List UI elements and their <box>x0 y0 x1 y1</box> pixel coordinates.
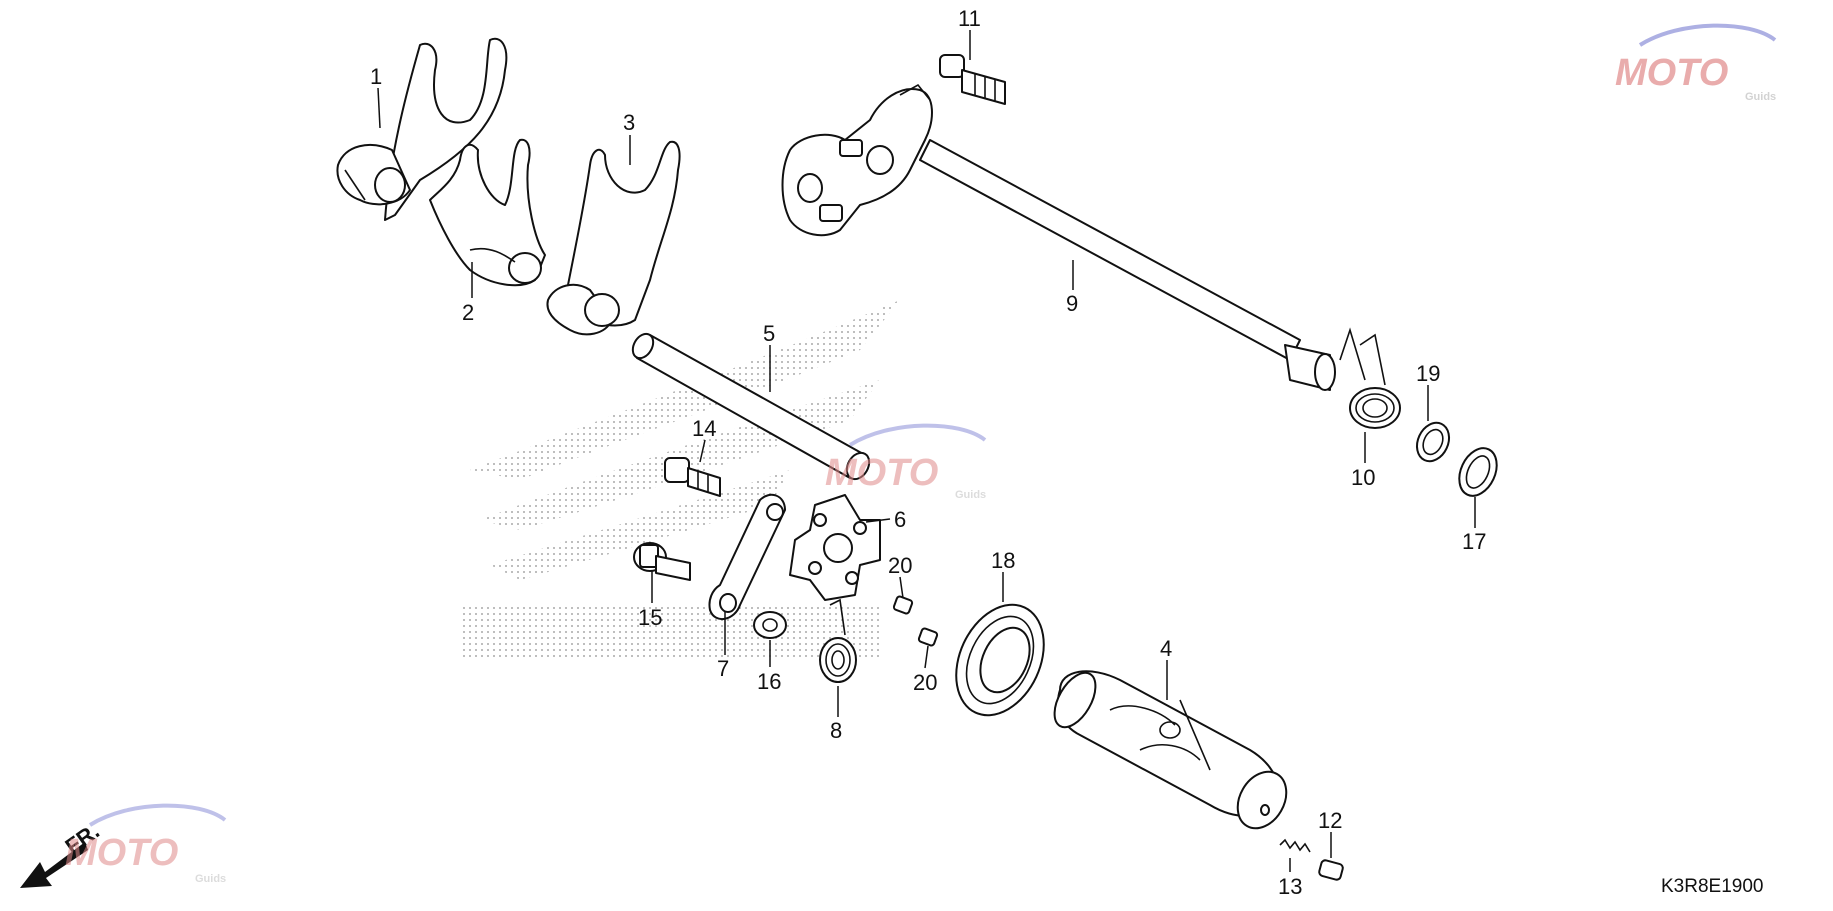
callout-16: 16 <box>757 669 781 694</box>
bolt-15 <box>633 542 691 581</box>
callout-3: 3 <box>623 110 635 135</box>
dowel-pin-20-top <box>892 595 914 615</box>
dowel-pin-20-bottom <box>917 627 939 647</box>
callout-17: 17 <box>1462 529 1486 554</box>
shift-fork-1 <box>336 37 508 221</box>
callout-6: 6 <box>894 507 906 532</box>
diagram-code: K3R8E1900 <box>1661 876 1763 897</box>
return-spring-10 <box>1339 327 1401 429</box>
spring-13 <box>1279 838 1311 853</box>
callout-12: 12 <box>1318 808 1342 833</box>
shift-fork-3 <box>546 140 681 336</box>
callout-5: 5 <box>763 321 775 346</box>
watermark-sub: Guids <box>1745 91 1776 103</box>
callout-11: 11 <box>958 6 981 31</box>
background-logo <box>460 300 900 657</box>
watermark-brand: MOTO <box>825 452 938 494</box>
watermark-top-right: MOTO Guids <box>1615 23 1777 103</box>
washer-17 <box>1458 447 1498 497</box>
washer-16 <box>753 611 787 639</box>
watermark-center: MOTO Guids <box>825 423 987 501</box>
pin-12 <box>1318 859 1344 881</box>
shift-drum-4 <box>1053 670 1288 830</box>
circlip-19 <box>1415 421 1451 463</box>
watermark-brand: MOTO <box>1615 52 1728 94</box>
shift-fork-2 <box>429 138 546 287</box>
bearing-18 <box>955 603 1045 717</box>
pin-bolt-11 <box>939 54 1006 105</box>
callout-14: 14 <box>692 416 716 441</box>
callout-18: 18 <box>991 548 1015 573</box>
callouts: 1 2 3 4 5 6 7 8 9 10 11 12 13 14 15 16 1… <box>370 6 1486 899</box>
callout-10: 10 <box>1351 465 1375 490</box>
bolt-14 <box>664 457 721 497</box>
leader-lines <box>377 30 1476 872</box>
stopper-spring-8 <box>819 598 857 683</box>
front-arrow-icon <box>20 842 88 888</box>
callout-1: 1 <box>370 64 382 89</box>
callout-13: 13 <box>1278 874 1302 899</box>
callout-20-top: 20 <box>888 553 912 578</box>
fork-shaft-5 <box>631 332 871 481</box>
callout-8: 8 <box>830 718 842 743</box>
watermark-brand: MOTO <box>65 832 178 874</box>
watermark-sub: Guids <box>955 489 986 501</box>
callout-15: 15 <box>638 605 662 630</box>
callout-4: 4 <box>1160 636 1172 661</box>
watermark-bottom-left: MOTO Guids <box>65 803 227 885</box>
callout-20-bottom: 20 <box>913 670 937 695</box>
callout-9: 9 <box>1066 291 1078 316</box>
callout-19: 19 <box>1416 361 1440 386</box>
watermark-sub: Guids <box>195 873 226 885</box>
gearshift-spindle-9 <box>781 83 1336 391</box>
callout-7: 7 <box>717 656 729 681</box>
drum-center-6 <box>789 494 881 601</box>
callout-2: 2 <box>462 300 474 325</box>
